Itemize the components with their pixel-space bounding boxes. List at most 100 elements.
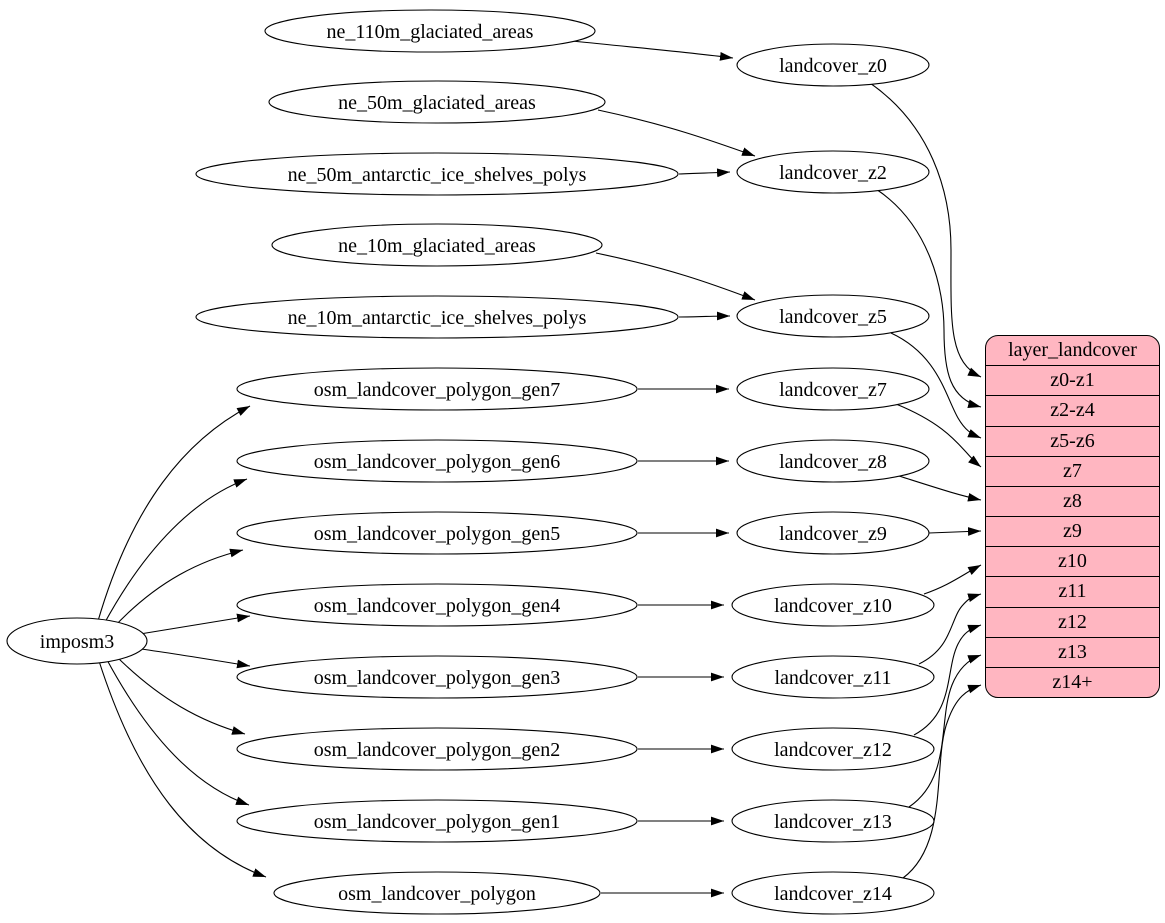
node-ne-110m-glaciated-areas-shape (264, 9, 596, 53)
node-ne-10m-antarctic-ice-shelves-polys: ne_10m_antarctic_ice_shelves_polys (195, 295, 679, 339)
edge-z12-row (913, 624, 982, 736)
node-osm-landcover-polygon-gen2: osm_landcover_polygon_gen2 (236, 727, 638, 771)
node-landcover-z11: landcover_z11 (731, 655, 935, 699)
node-osm-landcover-polygon-gen7: osm_landcover_polygon_gen7 (236, 367, 638, 411)
edge-imposm3-gen5 (112, 548, 244, 629)
node-label: osm_landcover_polygon_gen4 (314, 595, 561, 617)
edge-ne10mant-z5 (678, 311, 731, 321)
node-label: ne_10m_antarctic_ice_shelves_polys (288, 307, 587, 329)
edge-ne110m-z0 (571, 40, 734, 61)
edge-z9-row (928, 527, 982, 536)
node-landcover-z2-shape (736, 150, 930, 194)
node-imposm3: imposm3 (6, 617, 148, 665)
edge-z0-row (869, 82, 982, 378)
edge-imposm3-gen6 (103, 478, 248, 625)
table-row-z0-z1: z0-z1 (986, 365, 1159, 395)
node-landcover-z0-shape (736, 43, 930, 87)
table-row-z12: z12 (986, 606, 1159, 637)
node-osm-landcover-polygon-gen7-shape (236, 367, 638, 411)
edge-z5-row (890, 332, 982, 439)
node-landcover-z5: landcover_z5 (736, 294, 930, 338)
node-ne-10m-glaciated-areas-shape (271, 223, 603, 267)
node-osm-landcover-polygon-gen3: osm_landcover_polygon_gen3 (236, 655, 638, 699)
table-row-z5-z6: z5-z6 (986, 425, 1159, 456)
edge-z10-row (923, 564, 982, 595)
node-landcover-z12-shape (731, 727, 935, 771)
edge-ne10mglac-z5 (595, 252, 756, 301)
node-landcover-z2: landcover_z2 (736, 150, 930, 194)
node-label: osm_landcover_polygon_gen1 (314, 811, 561, 833)
node-label: landcover_z13 (774, 811, 892, 833)
node-landcover-z7: landcover_z7 (736, 367, 930, 411)
edge-imposm3-poly (98, 660, 267, 878)
node-osm-landcover-polygon-gen5-shape (236, 511, 638, 555)
node-label: landcover_z5 (779, 306, 887, 328)
node-label: osm_landcover_polygon_gen7 (314, 379, 561, 401)
table-row-z13: z13 (986, 636, 1159, 667)
node-landcover-z13-shape (731, 799, 935, 843)
node-label: landcover_z9 (779, 523, 887, 545)
node-landcover-z12: landcover_z12 (731, 727, 935, 771)
node-landcover-z9: landcover_z9 (736, 511, 930, 555)
node-landcover-z5-shape (736, 294, 930, 338)
node-osm-landcover-polygon-gen6-shape (236, 439, 638, 483)
node-label: landcover_z11 (775, 667, 892, 689)
node-osm-landcover-polygon-shape (273, 871, 601, 915)
table-row-z11: z11 (986, 576, 1159, 606)
node-osm-landcover-polygon-gen5: osm_landcover_polygon_gen5 (236, 511, 638, 555)
edge-z2-row (875, 188, 982, 409)
node-label: ne_110m_glaciated_areas (327, 21, 534, 43)
node-osm-landcover-polygon-gen3-shape (236, 655, 638, 699)
node-label: osm_landcover_polygon (338, 883, 536, 905)
node-label: ne_10m_glaciated_areas (338, 235, 536, 257)
node-landcover-z8-shape (736, 439, 930, 483)
node-landcover-z7-shape (736, 367, 930, 411)
node-landcover-z0: landcover_z0 (736, 43, 930, 87)
node-imposm3-shape (6, 617, 148, 665)
node-label: ne_50m_glaciated_areas (338, 92, 536, 114)
node-osm-landcover-polygon: osm_landcover_polygon (273, 871, 601, 915)
node-ne-50m-antarctic-ice-shelves-polys-shape (195, 152, 679, 196)
node-ne-50m-antarctic-ice-shelves-polys: ne_50m_antarctic_ice_shelves_polys (195, 152, 679, 196)
node-landcover-z9-shape (736, 511, 930, 555)
table-row-z8: z8 (986, 485, 1159, 516)
node-label: osm_landcover_polygon_gen5 (314, 523, 561, 545)
edges (97, 40, 982, 898)
node-osm-landcover-polygon-gen6: osm_landcover_polygon_gen6 (236, 439, 638, 483)
node-osm-landcover-polygon-gen1: osm_landcover_polygon_gen1 (236, 799, 638, 843)
table-row-z10: z10 (986, 546, 1159, 576)
node-label: landcover_z2 (779, 162, 887, 184)
node-ne-50m-glaciated-areas-shape (268, 80, 606, 124)
table-row-z14plus: z14+ (986, 666, 1159, 697)
edge-ne50mglac-z2 (597, 109, 756, 157)
node-landcover-z11-shape (731, 655, 935, 699)
node-label: ne_50m_antarctic_ice_shelves_polys (288, 164, 587, 186)
node-label: osm_landcover_polygon_gen3 (314, 667, 561, 689)
edge-z7-row (895, 403, 982, 468)
node-osm-landcover-polygon-gen2-shape (236, 727, 638, 771)
edge-imposm3-gen4 (139, 613, 251, 635)
node-label: landcover_z10 (774, 595, 892, 617)
table-row-z9: z9 (986, 516, 1159, 546)
table-title: layer_landcover (1008, 339, 1137, 362)
edge-imposm3-gen3 (140, 648, 251, 669)
node-ne-50m-glaciated-areas: ne_50m_glaciated_areas (268, 80, 606, 124)
node-label: landcover_z7 (779, 379, 887, 401)
node-label: osm_landcover_polygon_gen2 (314, 739, 561, 761)
edge-ne50mant-z2 (678, 168, 731, 178)
node-label: landcover_z0 (779, 55, 887, 77)
node-ne-10m-antarctic-ice-shelves-polys-shape (195, 295, 679, 339)
node-osm-landcover-polygon-gen1-shape (236, 799, 638, 843)
node-ne-10m-glaciated-areas: ne_10m_glaciated_areas (271, 223, 603, 267)
edge-imposm3-gen1 (105, 657, 250, 806)
node-landcover-z8: landcover_z8 (736, 439, 930, 483)
edge-imposm3-gen2 (114, 654, 246, 735)
table-layer-landcover: layer_landcover z0-z1 z2-z4 z5-z6 z7 z8 … (985, 335, 1160, 698)
node-label: landcover_z8 (779, 451, 887, 473)
node-landcover-z14: landcover_z14 (731, 871, 935, 915)
table-row-z2-z4: z2-z4 (986, 395, 1159, 425)
node-ne-110m-glaciated-areas: ne_110m_glaciated_areas (264, 9, 596, 53)
node-osm-landcover-polygon-gen4-shape (236, 583, 638, 627)
